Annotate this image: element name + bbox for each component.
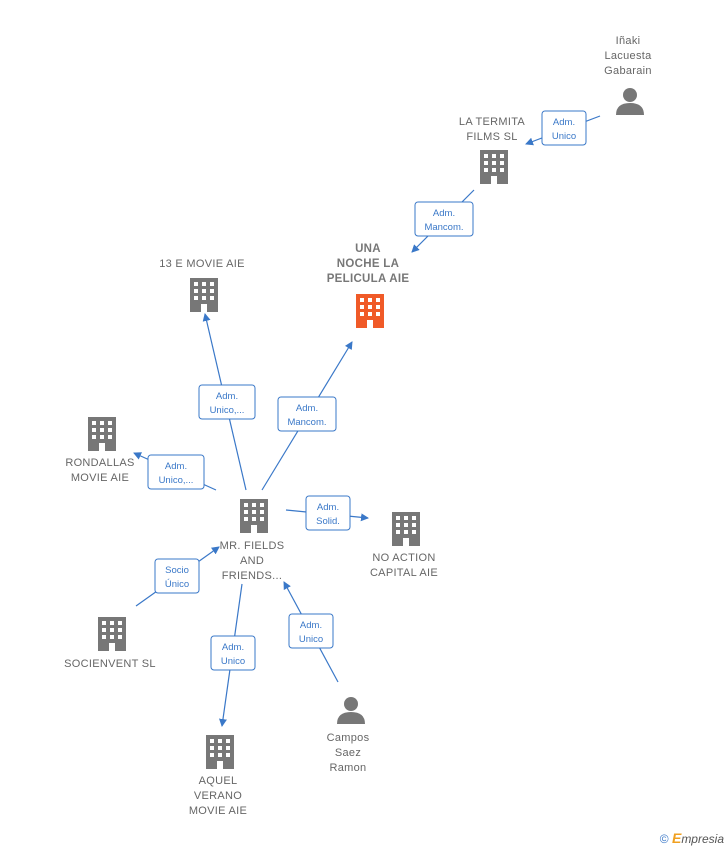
node-inaki-line3: Gabarain — [604, 65, 652, 77]
edge-e7-line2: Único — [165, 579, 189, 590]
node-socienvent-line1: SOCIENVENT SL — [64, 658, 156, 670]
edge-e6-line1: Adm. — [317, 502, 339, 513]
edge-e6-line2: Solid. — [316, 516, 340, 527]
node-campos-line3: Ramon — [330, 762, 367, 774]
node-aquel-line3: MOVIE AIE — [189, 805, 247, 817]
node-mr-fields-line3: FRIENDS... — [222, 570, 282, 582]
building-icon — [392, 512, 420, 546]
edge-label-e4: Adm. Mancom. — [277, 396, 337, 432]
brand-logo-letter: E — [671, 830, 682, 846]
edge-e5-line2: Unico,... — [159, 475, 194, 486]
node-13e-movie-line1: 13 E MOVIE AIE — [159, 258, 245, 270]
edge-label-e6: Adm. Solid. — [305, 495, 351, 531]
edge-label-e2: Adm. Mancom. — [414, 201, 474, 237]
node-una-noche-line2: NOCHE LA — [337, 258, 399, 270]
node-no-action-line2: CAPITAL AIE — [370, 567, 438, 579]
node-la-termita[interactable]: LA TERMITA FILMS SL — [459, 116, 526, 184]
copyright-symbol: © — [659, 832, 669, 846]
edge-e2-line1: Adm. — [433, 208, 455, 219]
brand-logo-text: mpresia — [681, 832, 724, 846]
edge-label-e8: Adm. Unico — [210, 635, 256, 671]
building-icon — [240, 499, 268, 533]
node-una-noche-line1: UNA — [355, 243, 381, 255]
node-13e-movie[interactable]: 13 E MOVIE AIE — [159, 258, 245, 312]
person-icon — [337, 697, 365, 724]
edge-e5-line1: Adm. — [165, 461, 187, 472]
node-mr-fields-line2: AND — [240, 555, 264, 567]
edge-e3-line1: Adm. — [216, 391, 238, 402]
node-aquel-line1: AQUEL — [199, 775, 238, 787]
node-campos[interactable]: Campos Saez Ramon — [327, 697, 370, 774]
node-inaki-line1: Iñaki — [616, 35, 641, 47]
node-rondallas-line2: MOVIE AIE — [71, 472, 129, 484]
edge-label-e1: Adm. Unico — [541, 110, 587, 146]
building-icon-highlight — [356, 294, 384, 328]
node-campos-line2: Saez — [335, 747, 361, 759]
building-icon — [88, 417, 116, 451]
person-icon — [616, 88, 644, 115]
edge-e4-line1: Adm. — [296, 403, 318, 414]
node-aquel-line2: VERANO — [194, 790, 242, 802]
edge-e2-line2: Mancom. — [424, 222, 463, 233]
edge-e9-line1: Adm. — [300, 620, 322, 631]
node-una-noche-line3: PELICULA AIE — [327, 273, 410, 285]
node-no-action[interactable]: NO ACTION CAPITAL AIE — [370, 512, 438, 579]
edge-e7-line1: Socio — [165, 565, 189, 576]
edge-e1-line2: Unico — [552, 131, 576, 142]
edge-label-e9: Adm. Unico — [288, 613, 334, 649]
edge-e8-line1: Adm. — [222, 642, 244, 653]
edges — [133, 115, 601, 727]
building-icon — [480, 150, 508, 184]
node-la-termita-line1: LA TERMITA — [459, 116, 526, 128]
node-campos-line1: Campos — [327, 732, 370, 744]
edge-e9-line2: Unico — [299, 634, 323, 645]
node-la-termita-line2: FILMS SL — [466, 131, 517, 143]
node-aquel[interactable]: AQUEL VERANO MOVIE AIE — [189, 735, 247, 817]
building-icon — [206, 735, 234, 769]
edge-label-e5: Adm. Unico,... — [147, 454, 205, 490]
node-inaki[interactable]: Iñaki Lacuesta Gabarain — [604, 35, 652, 115]
node-mr-fields-line1: MR. FIELDS — [220, 540, 285, 552]
edge-e3-line2: Unico,... — [210, 405, 245, 416]
node-rondallas[interactable]: RONDALLAS MOVIE AIE — [65, 417, 134, 484]
node-mr-fields[interactable]: MR. FIELDS AND FRIENDS... — [220, 499, 285, 582]
node-socienvent[interactable]: SOCIENVENT SL — [64, 617, 156, 670]
brand-footer[interactable]: © Empresia — [660, 830, 724, 846]
building-icon — [98, 617, 126, 651]
edge-e8-line2: Unico — [221, 656, 245, 667]
edge-e1-line1: Adm. — [553, 117, 575, 128]
edge-label-e7: Socio Único — [154, 558, 200, 594]
edge-e4-line2: Mancom. — [287, 417, 326, 428]
node-rondallas-line1: RONDALLAS — [65, 457, 134, 469]
node-una-noche[interactable]: UNA NOCHE LA PELICULA AIE — [327, 243, 410, 328]
edge-label-e3: Adm. Unico,... — [198, 384, 256, 420]
node-no-action-line1: NO ACTION — [372, 552, 435, 564]
node-inaki-line2: Lacuesta — [604, 50, 652, 62]
building-icon — [190, 278, 218, 312]
